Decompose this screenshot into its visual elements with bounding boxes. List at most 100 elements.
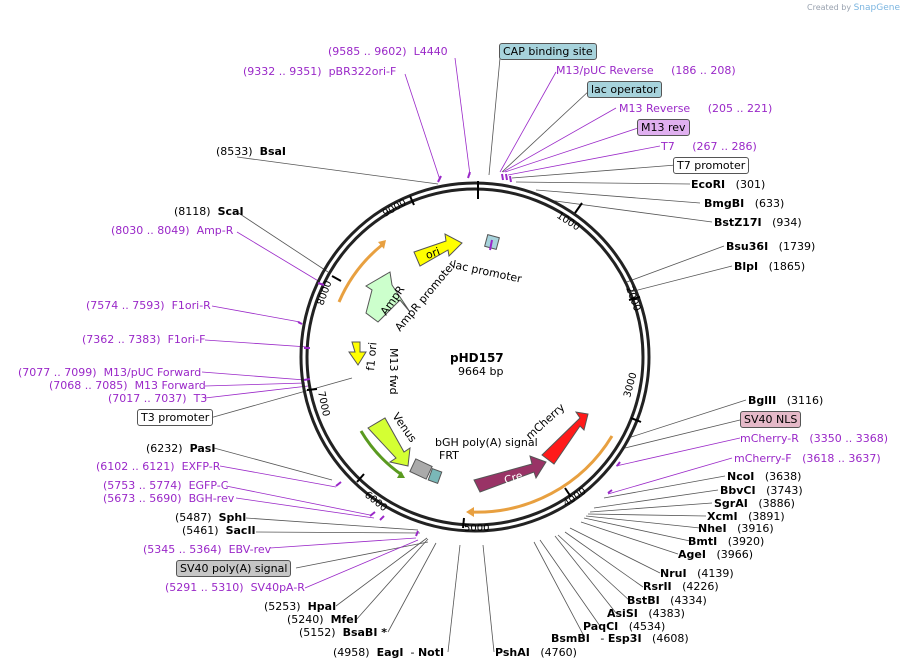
site-bsmbi-esp3i[interactable]: BsmBI - Esp3I (4608) — [551, 632, 689, 645]
primer-pbr322ori-f[interactable]: (9332 .. 9351) pBR322ori-F — [243, 65, 396, 78]
bstz17i-name: BstZ17I — [714, 216, 762, 229]
feature-t7-promoter[interactable]: T7 promoter — [673, 157, 750, 174]
primer-t7[interactable]: T7 (267 .. 286) — [661, 140, 757, 153]
site-asisi[interactable]: AsiSI (4383) — [607, 607, 685, 620]
primer-ebv-rev[interactable]: (5345 .. 5364) EBV-rev — [143, 543, 271, 556]
nhei-name: NheI — [698, 522, 727, 535]
tick-1000: 1000 — [554, 210, 581, 233]
site-mfei[interactable]: (5240) MfeI — [287, 613, 358, 626]
f1ori-r-name: F1ori-R — [171, 299, 211, 312]
site-paqci[interactable]: PaqCI (4534) — [583, 620, 665, 633]
primer-t3[interactable]: (7017 .. 7037) T3 — [108, 392, 207, 405]
feature-sv40-polya[interactable]: SV40 poly(A) signal — [176, 560, 292, 577]
site-agei[interactable]: AgeI (3966) — [678, 548, 753, 561]
site-hpai[interactable]: (5253) HpaI — [264, 600, 336, 613]
ecori-pos: (301) — [735, 178, 766, 191]
primer-mcherry-f[interactable]: mCherry-F (3618 .. 3637) — [734, 452, 881, 465]
primer-sv40pa-r[interactable]: (5291 .. 5310) SV40pA-R — [165, 581, 305, 594]
m13puc-fwd-range: (7077 .. 7099) — [18, 366, 97, 379]
site-bstz17i[interactable]: BstZ17I (934) — [714, 216, 802, 229]
site-bsu36i[interactable]: Bsu36I (1739) — [726, 240, 815, 253]
pbr322-name: pBR322ori-F — [328, 65, 397, 78]
site-blpi[interactable]: BlpI (1865) — [734, 260, 805, 273]
primer-m13-reverse[interactable]: M13 Reverse (205 .. 221) — [619, 102, 772, 115]
site-bsai[interactable]: (8533) BsaI — [216, 145, 286, 158]
bgh-rev-name: BGH-rev — [188, 492, 235, 505]
bstbi-pos: (4334) — [670, 594, 707, 607]
site-pshai[interactable]: PshAI (4760) — [495, 646, 577, 659]
feature-m13-rev[interactable]: M13 rev — [637, 119, 690, 136]
feature-t3-promoter[interactable]: T3 promoter — [137, 409, 214, 426]
eagi-pos: (4958) — [333, 646, 370, 659]
credit-prefix: Created by — [807, 3, 852, 12]
site-bmgbi[interactable]: BmgBI (633) — [704, 197, 784, 210]
site-sacii[interactable]: (5461) SacII — [182, 524, 256, 537]
mcherry-r-name: mCherry-R — [740, 432, 799, 445]
pshai-name: PshAI — [495, 646, 530, 659]
ncoi-name: NcoI — [727, 470, 755, 483]
bsabi-name: BsaBI * — [342, 626, 387, 639]
bmti-pos: (3920) — [727, 535, 765, 548]
site-rsrii[interactable]: RsrII (4226) — [643, 580, 719, 593]
pasi-pos: (6232) — [146, 442, 183, 455]
bmgbi-pos: (633) — [754, 197, 785, 210]
exfp-r-range: (6102 .. 6121) — [96, 460, 175, 473]
site-ncoi[interactable]: NcoI (3638) — [727, 470, 801, 483]
backbone-outer — [299, 181, 651, 533]
sgrai-name: SgrAI — [714, 497, 748, 510]
f1-ori-arrow — [348, 341, 367, 366]
primer-m13-forward[interactable]: (7068 .. 7085) M13 Forward — [49, 379, 206, 392]
site-eagi-noti[interactable]: (4958) EagI - NotI — [333, 646, 444, 659]
m13-reverse-range: (205 .. 221) — [707, 102, 773, 115]
site-bbvci[interactable]: BbvCI (3743) — [720, 484, 803, 497]
site-sphi[interactable]: (5487) SphI — [175, 511, 246, 524]
bstz17i-pos: (934) — [772, 216, 802, 229]
site-ecori[interactable]: EcoRI (301) — [691, 178, 765, 191]
site-bstbi[interactable]: BstBI (4334) — [627, 594, 707, 607]
bgh-label: bGH poly(A) signal — [435, 436, 538, 449]
site-scai[interactable]: (8118) ScaI — [174, 205, 244, 218]
f1ori-f-range: (7362 .. 7383) — [82, 333, 161, 346]
bstbi-name: BstBI — [627, 594, 660, 607]
primer-f1ori-f[interactable]: (7362 .. 7383) F1ori-F — [82, 333, 206, 346]
snapgene-credit: Created by SnapGene — [807, 3, 900, 13]
ampR-arc — [337, 243, 383, 303]
site-pasi[interactable]: (6232) PasI — [146, 442, 215, 455]
site-sgrai[interactable]: SgrAI (3886) — [714, 497, 795, 510]
primer-m13puc-forward[interactable]: (7077 .. 7099) M13/pUC Forward — [18, 366, 201, 379]
plasmid-size: 9664 bp — [458, 365, 504, 378]
primer-mcherry-r[interactable]: mCherry-R (3350 .. 3368) — [740, 432, 888, 445]
tick-3000: 3000 — [622, 371, 639, 398]
primer-bgh-rev[interactable]: (5673 .. 5690) BGH-rev — [103, 492, 234, 505]
frt-block — [427, 468, 443, 484]
bsmbi-pos: (4608) — [652, 632, 689, 645]
exfp-r-name: EXFP-R — [181, 460, 221, 473]
mcherry-arrow — [541, 411, 589, 465]
site-xcmi[interactable]: XcmI (3891) — [707, 510, 785, 523]
feature-sv40-nls[interactable]: SV40 NLS — [740, 411, 802, 428]
amp-r-name: Amp-R — [196, 224, 234, 237]
site-nhei[interactable]: NheI (3916) — [698, 522, 774, 535]
site-nrui[interactable]: NruI (4139) — [660, 567, 734, 580]
primer-m13puc-reverse[interactable]: M13/pUC Reverse (186 .. 208) — [556, 64, 736, 77]
mfei-name: MfeI — [330, 613, 358, 626]
site-bglii[interactable]: BglII (3116) — [748, 394, 823, 407]
eagi-sep: - — [410, 646, 415, 659]
primer-exfp-r[interactable]: (6102 .. 6121) EXFP-R — [96, 460, 220, 473]
site-bsabi[interactable]: (5152) BsaBI * — [299, 626, 387, 639]
feature-lac-operator[interactable]: lac operator — [587, 81, 662, 98]
ebv-rev-name: EBV-rev — [228, 543, 272, 556]
primer-f1ori-r[interactable]: (7574 .. 7593) F1ori-R — [86, 299, 211, 312]
primer-amp-r[interactable]: (8030 .. 8049) Amp-R — [111, 224, 233, 237]
primer-egfp-c[interactable]: (5753 .. 5774) EGFP-C — [103, 479, 228, 492]
site-bmti[interactable]: BmtI (3920) — [688, 535, 764, 548]
noti-name: NotI — [417, 646, 445, 659]
asisi-name: AsiSI — [607, 607, 638, 620]
primer-l4440[interactable]: (9585 .. 9602) L4440 — [328, 45, 448, 58]
nrui-name: NruI — [660, 567, 687, 580]
nhei-pos: (3916) — [737, 522, 774, 535]
amp-r-range: (8030 .. 8049) — [111, 224, 190, 237]
t3-name: T3 — [193, 392, 208, 405]
feature-cap-binding-site[interactable]: CAP binding site — [499, 43, 597, 60]
scai-pos: (8118) — [174, 205, 211, 218]
